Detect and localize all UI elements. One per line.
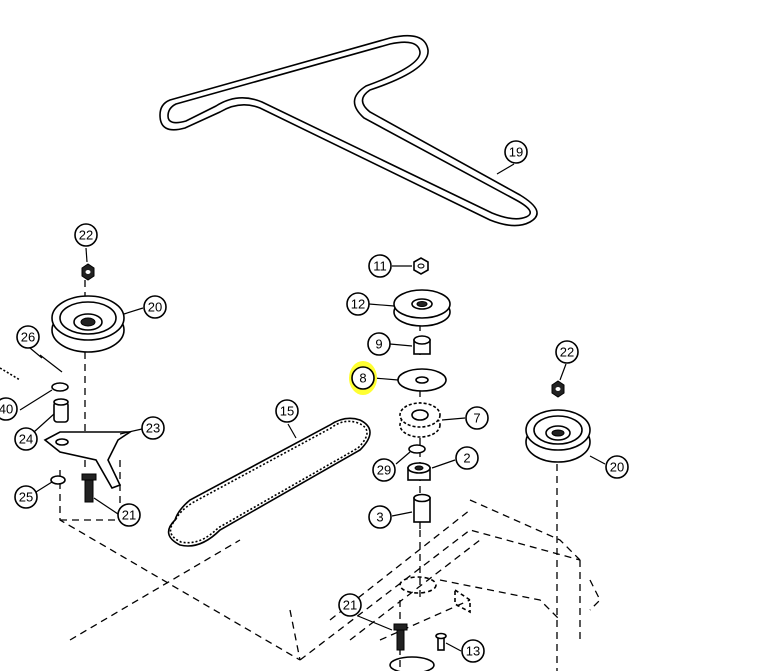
callout-15: 15 bbox=[275, 399, 299, 423]
svg-text:15: 15 bbox=[280, 404, 294, 419]
svg-text:22: 22 bbox=[79, 228, 93, 243]
bolt-part-21-lower bbox=[393, 623, 408, 651]
washer-part-8 bbox=[397, 368, 447, 392]
pulley-part-12 bbox=[393, 289, 451, 327]
svg-text:12: 12 bbox=[351, 297, 365, 312]
spring-part bbox=[0, 367, 21, 381]
spacer-part-24 bbox=[53, 398, 69, 423]
leader-lines bbox=[19, 163, 606, 652]
spacer-part-3 bbox=[413, 493, 431, 523]
svg-text:7: 7 bbox=[473, 411, 480, 426]
right-idler-pulley-part-20 bbox=[525, 409, 591, 463]
callout-22-left: 22 bbox=[74, 223, 98, 247]
callout-11: 11 bbox=[368, 254, 392, 278]
callout-40: 40 bbox=[0, 397, 18, 421]
callout-29: 29 bbox=[372, 458, 396, 482]
t-belt-part-19 bbox=[159, 34, 538, 227]
left-idler-pulley-part-20 bbox=[51, 295, 125, 353]
callout-19: 19 bbox=[504, 140, 528, 164]
callout-20-right: 20 bbox=[605, 455, 629, 479]
svg-text:19: 19 bbox=[509, 145, 523, 160]
callout-24: 24 bbox=[14, 427, 38, 451]
callout-26: 26 bbox=[16, 325, 40, 349]
callout-3: 3 bbox=[368, 505, 392, 529]
idler-arm-part-23 bbox=[43, 431, 133, 489]
svg-text:25: 25 bbox=[19, 490, 33, 505]
callout-8: 8 bbox=[351, 366, 375, 390]
bolt-part-21-left bbox=[81, 473, 97, 503]
callout-25: 25 bbox=[14, 485, 38, 509]
deck-hub bbox=[389, 576, 471, 671]
toothed-belt-part-15 bbox=[167, 417, 371, 547]
callout-21-lower: 21 bbox=[338, 593, 362, 617]
callout-9: 9 bbox=[367, 332, 391, 356]
callout-20-left: 20 bbox=[143, 295, 167, 319]
svg-text:22: 22 bbox=[560, 345, 574, 360]
nut-part-11 bbox=[413, 257, 429, 275]
housing-dashed-outline bbox=[59, 280, 601, 671]
svg-text:26: 26 bbox=[21, 330, 35, 345]
svg-text:24: 24 bbox=[19, 432, 33, 447]
spacer-part-9 bbox=[413, 335, 431, 355]
svg-text:21: 21 bbox=[122, 508, 136, 523]
screw-part-13 bbox=[435, 632, 447, 651]
svg-text:29: 29 bbox=[377, 463, 391, 478]
callout-22-right: 22 bbox=[555, 340, 579, 364]
svg-text:11: 11 bbox=[373, 259, 387, 274]
sprocket-part-7 bbox=[399, 402, 441, 438]
svg-text:2: 2 bbox=[463, 451, 470, 466]
washer-part-29 bbox=[408, 444, 426, 454]
right-nut-part-22 bbox=[551, 380, 565, 398]
svg-text:23: 23 bbox=[146, 421, 160, 436]
svg-text:9: 9 bbox=[375, 337, 382, 352]
washer-part-25 bbox=[50, 475, 66, 485]
svg-text:21: 21 bbox=[343, 598, 357, 613]
bearing-part-2 bbox=[407, 462, 431, 481]
svg-text:20: 20 bbox=[610, 460, 624, 475]
callout-23: 23 bbox=[141, 416, 165, 440]
svg-text:8: 8 bbox=[359, 371, 366, 386]
callout-13: 13 bbox=[461, 639, 485, 663]
callout-12: 12 bbox=[346, 292, 370, 316]
washer-part bbox=[51, 382, 69, 392]
callout-7: 7 bbox=[465, 406, 489, 430]
callout-2: 2 bbox=[455, 446, 479, 470]
left-nut-part-22 bbox=[81, 263, 95, 281]
svg-text:20: 20 bbox=[148, 300, 162, 315]
callout-21-left: 21 bbox=[117, 503, 141, 527]
rod-part-26 bbox=[39, 354, 63, 373]
svg-text:13: 13 bbox=[466, 644, 480, 659]
svg-text:3: 3 bbox=[376, 510, 383, 525]
svg-text:40: 40 bbox=[0, 402, 13, 417]
